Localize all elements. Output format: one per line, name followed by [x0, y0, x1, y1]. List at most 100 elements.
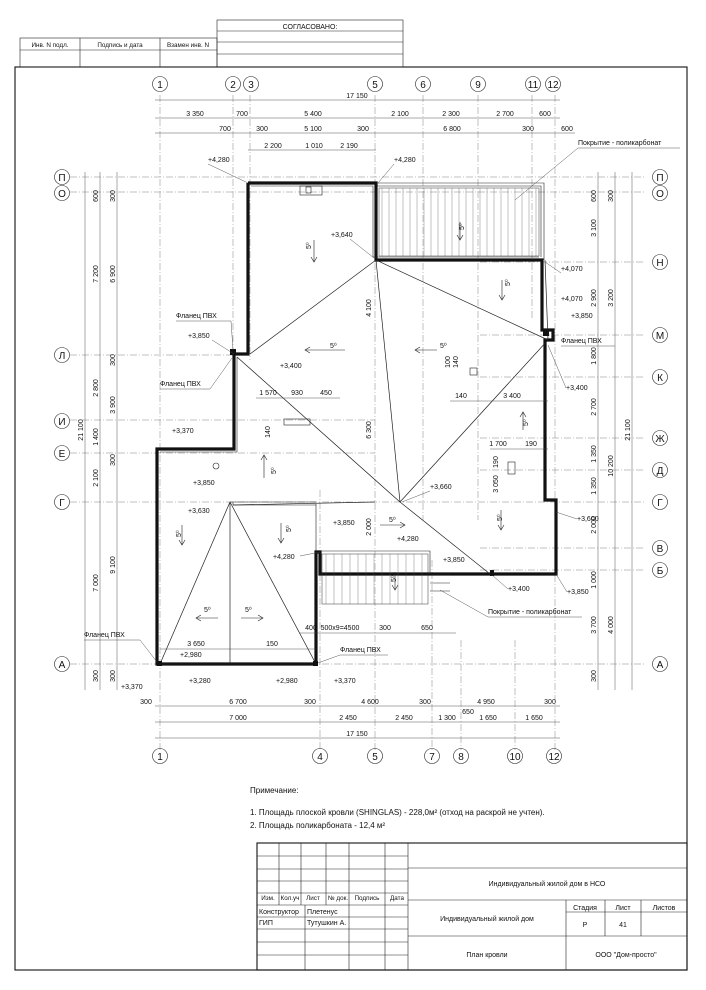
dim-texts-left: 21 100 600 7 200 2 800 1 400 2 100 7 000… — [78, 190, 117, 682]
axis-bottom-5: 5 — [367, 748, 383, 764]
svg-text:5 400: 5 400 — [304, 111, 322, 118]
svg-text:3 200: 3 200 — [608, 289, 615, 307]
svg-text:1: 1 — [157, 752, 163, 763]
svg-text:1 570: 1 570 — [259, 390, 277, 397]
svg-text:2 200: 2 200 — [264, 143, 282, 150]
svg-text:5: 5 — [372, 752, 378, 763]
svg-text:П: П — [58, 173, 65, 184]
svg-text:700: 700 — [236, 111, 248, 118]
svg-text:6: 6 — [420, 80, 426, 91]
axis-bottom-12: 12 — [546, 748, 562, 764]
svg-text:1 350: 1 350 — [591, 445, 598, 463]
stamp-col-3: Взамен инв. N — [167, 42, 209, 49]
svg-text:К: К — [657, 373, 663, 384]
svg-text:2 700: 2 700 — [496, 111, 514, 118]
flange-label-1: Фланец ПВХ — [176, 313, 217, 320]
company-name: ООО "Дом-просто" — [595, 952, 657, 959]
svg-text:1: 1 — [157, 80, 163, 91]
svg-text:650: 650 — [421, 625, 433, 632]
svg-text:+4,280: +4,280 — [273, 554, 295, 561]
svg-text:600: 600 — [539, 111, 551, 118]
svg-text:+3,370: +3,370 — [121, 684, 143, 691]
svg-text:300: 300 — [544, 699, 556, 706]
svg-text:О: О — [656, 189, 664, 200]
axis-right-Zh: Ж — [652, 430, 668, 446]
svg-text:Подпись: Подпись — [355, 895, 381, 902]
svg-text:10 200: 10 200 — [608, 455, 615, 477]
svg-text:6 900: 6 900 — [110, 265, 117, 283]
svg-text:Дата: Дата — [390, 895, 404, 902]
svg-text:Е: Е — [59, 449, 66, 460]
axis-right-P: П — [652, 169, 668, 185]
axis-right-A: А — [652, 656, 668, 672]
svg-text:1 650: 1 650 — [525, 715, 543, 722]
dim-texts-inner: 4 100 6 300 2 000 1 570 930 450 140 3 40… — [160, 299, 548, 650]
svg-text:11: 11 — [528, 80, 539, 91]
svg-text:№ док.: № док. — [328, 895, 348, 902]
svg-text:+4,280: +4,280 — [397, 536, 419, 543]
name-gip: Тутушкин А. — [307, 920, 346, 927]
svg-text:4: 4 — [317, 752, 323, 763]
roof-outline — [155, 181, 558, 666]
svg-text:7: 7 — [429, 752, 435, 763]
svg-text:+3,850: +3,850 — [571, 313, 593, 320]
svg-text:1 350: 1 350 — [591, 477, 598, 495]
flange-label-3: Фланец ПВХ — [561, 338, 602, 345]
sheets-label: Листов — [653, 905, 676, 912]
svg-text:П: П — [656, 173, 663, 184]
flange-label-4: Фланец ПВХ — [84, 632, 125, 639]
svg-text:1 400: 1 400 — [93, 428, 100, 446]
slope-label: 5⁰ — [504, 279, 512, 286]
svg-text:2 300: 2 300 — [442, 111, 460, 118]
svg-text:+4,070: +4,070 — [561, 296, 583, 303]
polycarbonate-bottom — [321, 553, 450, 605]
drawing-name: План кровли — [466, 952, 507, 959]
svg-text:300: 300 — [357, 126, 369, 133]
axis-right-M: М — [652, 327, 668, 343]
svg-text:2 900: 2 900 — [591, 289, 598, 307]
svg-text:+3,400: +3,400 — [566, 385, 588, 392]
svg-text:4 600: 4 600 — [361, 699, 379, 706]
svg-text:700: 700 — [219, 126, 231, 133]
svg-text:930: 930 — [291, 390, 303, 397]
svg-text:300: 300 — [110, 354, 117, 366]
svg-text:А: А — [59, 660, 66, 671]
svg-text:+3,640: +3,640 — [331, 232, 353, 239]
svg-text:650: 650 — [462, 709, 474, 716]
svg-text:1 700: 1 700 — [489, 441, 507, 448]
svg-text:140: 140 — [265, 426, 272, 438]
svg-text:8: 8 — [458, 752, 464, 763]
project-name: Индивидуальный жилой дом в НСО — [489, 880, 606, 888]
svg-text:+2,980: +2,980 — [180, 652, 202, 659]
roof-details — [157, 185, 549, 666]
slope-label: 5⁰ — [285, 525, 293, 532]
callouts: Покрытие - поликарбонат Покрытие - полик… — [84, 139, 680, 664]
svg-text:2 000: 2 000 — [591, 516, 598, 534]
svg-text:+3,280: +3,280 — [189, 678, 211, 685]
svg-text:300: 300 — [379, 625, 391, 632]
svg-text:3 100: 3 100 — [591, 219, 598, 237]
dimension-lines — [84, 99, 633, 739]
svg-text:9: 9 — [475, 80, 481, 91]
svg-text:+4,070: +4,070 — [561, 266, 583, 273]
slope-label: 5⁰ — [245, 606, 252, 614]
svg-text:+3,370: +3,370 — [334, 678, 356, 685]
svg-text:М: М — [656, 331, 664, 342]
grid-lines — [70, 95, 645, 750]
svg-text:2 100: 2 100 — [391, 111, 409, 118]
svg-text:И: И — [58, 417, 65, 428]
svg-text:450: 450 — [320, 390, 332, 397]
svg-text:21 100: 21 100 — [625, 419, 632, 441]
slope-label: 5⁰ — [390, 575, 398, 582]
svg-text:Изм.: Изм. — [261, 895, 275, 902]
axis-left-I: И — [54, 413, 70, 429]
svg-text:9 100: 9 100 — [110, 556, 117, 574]
svg-text:+3,630: +3,630 — [188, 508, 210, 515]
svg-text:3 400: 3 400 — [503, 393, 521, 400]
svg-text:3: 3 — [248, 80, 254, 91]
stage-value: Р — [583, 922, 588, 929]
name-constructor: Плетенус — [307, 909, 338, 916]
svg-text:Б: Б — [657, 566, 664, 577]
sheet-label: Лист — [615, 905, 631, 912]
